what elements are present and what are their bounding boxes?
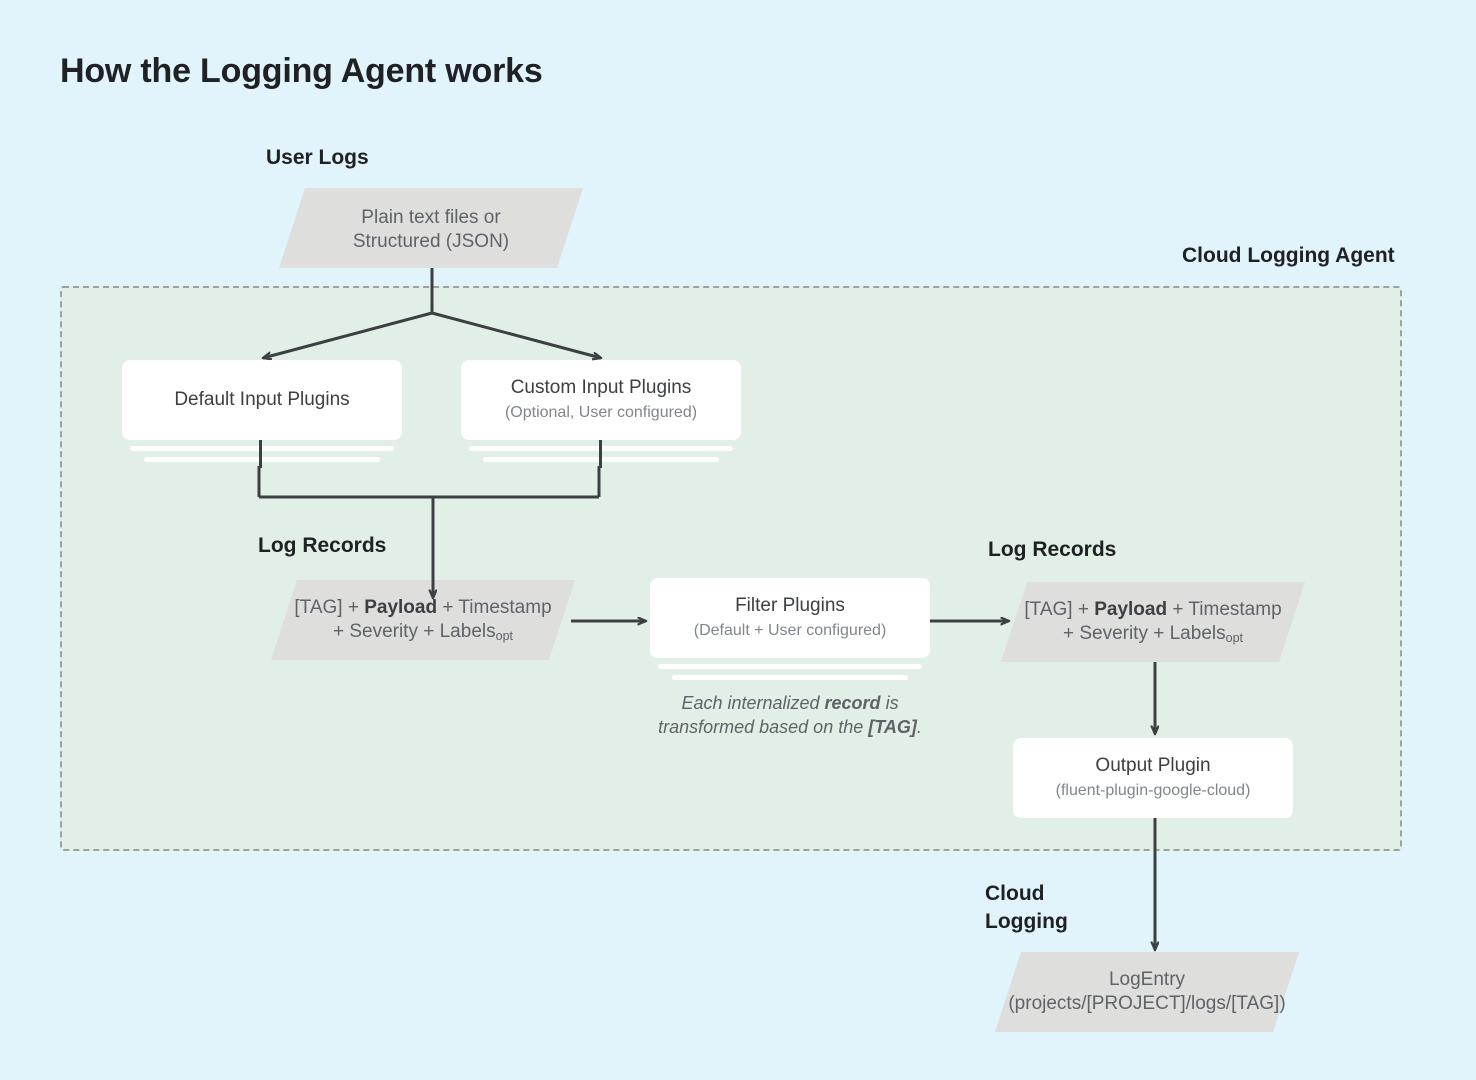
transform-caption-part4: .: [916, 716, 922, 737]
stack-sliver-2: [672, 675, 908, 680]
custom-input-plugins-card[interactable]: Custom Input Plugins (Optional, User con…: [461, 360, 741, 440]
stack-sliver-1: [658, 664, 922, 669]
custom-input-plugins-title: Custom Input Plugins: [510, 377, 692, 399]
transform-caption: Each internalized record is transformed …: [620, 692, 960, 740]
log-record-right-payload: Payload: [1094, 599, 1168, 620]
default-input-plugins-card[interactable]: Default Input Plugins: [122, 360, 402, 440]
label-cloud-logging-line1: Cloud: [985, 882, 1045, 905]
output-plugin-card[interactable]: Output Plugin (fluent-plugin-google-clou…: [1013, 738, 1293, 818]
log-record-right-severity-labels: + Severity + Labels: [1062, 622, 1226, 644]
transform-caption-part3: transformed based on the: [658, 716, 869, 737]
log-entry-line2: (projects/[PROJECT]/logs/[TAG]): [1008, 992, 1286, 1014]
log-record-left-tag: [TAG] +: [294, 597, 365, 618]
log-record-left-line2: + Severity + Labelsopt: [258, 620, 588, 644]
custom-input-plugins-subtitle: (Optional, User configured): [504, 403, 698, 421]
log-record-left-text: [TAG] + Payload + Timestamp + Severity +…: [258, 596, 588, 644]
user-logs-line1: Plain text files or: [361, 207, 501, 228]
transform-caption-tag: [TAG]: [868, 716, 917, 737]
stack-sliver-1: [130, 446, 394, 451]
label-log-records-left: Log Records: [258, 534, 387, 557]
transform-caption-record: record: [824, 693, 881, 713]
user-logs-text: Plain text files or Structured (JSON): [266, 206, 596, 254]
log-record-left-timestamp: + Timestamp: [437, 597, 552, 618]
log-record-right-timestamp: + Timestamp: [1167, 599, 1282, 620]
output-plugin-subtitle: (fluent-plugin-google-cloud): [1055, 781, 1251, 799]
default-input-plugins-title: Default Input Plugins: [174, 388, 350, 410]
stack-sliver-2: [144, 457, 380, 462]
user-logs-line2: Structured (JSON): [352, 230, 510, 252]
log-entry-text: LogEntry (projects/[PROJECT]/logs/[TAG]): [982, 968, 1312, 1016]
default-input-plugins-stack: [122, 446, 402, 466]
label-cloud-logging-agent: Cloud Logging Agent: [1182, 244, 1395, 267]
label-cloud-logging: Cloud Logging: [985, 880, 1068, 936]
log-record-left-payload: Payload: [364, 597, 438, 618]
filter-plugins-card[interactable]: Filter Plugins (Default + User configure…: [650, 578, 930, 658]
filter-plugins-subtitle: (Default + User configured): [693, 621, 887, 639]
log-record-right-line2: + Severity + Labelsopt: [988, 622, 1318, 646]
log-record-right-opt-subscript: opt: [1225, 630, 1244, 645]
connector-custom-input-through-stack: [599, 440, 602, 468]
label-cloud-logging-line2: Logging: [985, 909, 1068, 933]
log-record-right-text: [TAG] + Payload + Timestamp + Severity +…: [988, 598, 1318, 646]
log-record-left-line1: [TAG] + Payload + Timestamp: [258, 596, 588, 620]
log-entry-line1: LogEntry: [1108, 969, 1186, 990]
output-plugin-title: Output Plugin: [1095, 755, 1211, 777]
log-record-right-tag: [TAG] +: [1024, 599, 1095, 620]
page-title: How the Logging Agent works: [60, 52, 543, 90]
transform-caption-part2: is: [880, 693, 899, 713]
log-record-left-severity-labels: + Severity + Labels: [332, 620, 496, 642]
log-record-right-line1: [TAG] + Payload + Timestamp: [988, 598, 1318, 622]
label-user-logs: User Logs: [266, 146, 369, 169]
filter-plugins-title: Filter Plugins: [735, 595, 845, 617]
label-log-records-right: Log Records: [988, 538, 1117, 561]
connector-default-input-through-stack: [259, 440, 262, 468]
filter-plugins-stack: [650, 664, 930, 684]
log-record-left-opt-subscript: opt: [495, 628, 514, 643]
transform-caption-part1: Each internalized: [681, 693, 825, 713]
